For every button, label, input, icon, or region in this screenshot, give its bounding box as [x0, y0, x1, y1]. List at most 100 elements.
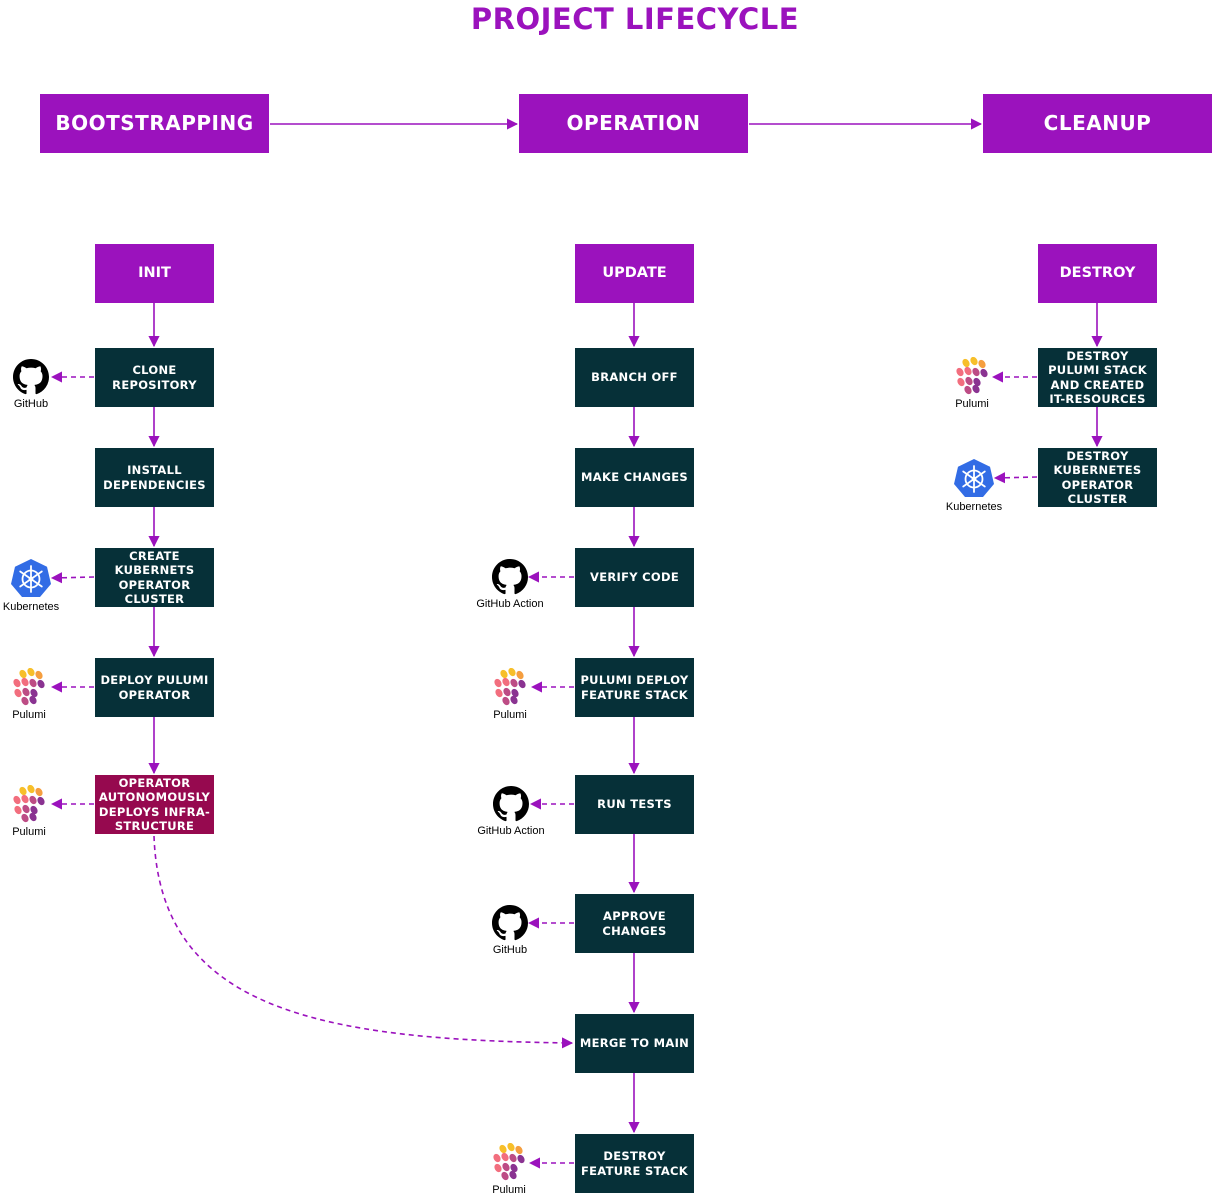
step-install-dependencies: INSTALL DEPENDENCIES — [95, 448, 214, 507]
pulumi-logo-segment — [510, 695, 518, 705]
pulumi-logo-segment — [972, 367, 980, 377]
step-operator-deploys-infrastructure: OPERATOR AUTONOMOUSLY DEPLOYS INFRA-STRU… — [95, 775, 214, 834]
step-destroy-pulumi-stack: DESTROY PULUMI STACK AND CREATED IT-RESO… — [1038, 348, 1157, 407]
step-approve-changes: APPROVE CHANGES — [575, 894, 694, 953]
pulumi-logo-segment — [501, 1152, 509, 1162]
pulumi-logo-segment — [980, 368, 988, 378]
github-icon — [13, 359, 49, 395]
pulumi-logo-segment — [956, 367, 964, 377]
tool-label: Pulumi — [493, 709, 527, 721]
pulumi-logo-segment — [509, 1153, 517, 1163]
step-make-changes: MAKE CHANGES — [575, 448, 694, 507]
pulumi-logo-segment — [964, 366, 972, 376]
pulumi-icon — [13, 668, 45, 706]
tool-label: GitHub Action — [476, 598, 544, 610]
pulumi-icon — [493, 1143, 525, 1181]
pulumi-logo-segment — [510, 678, 518, 688]
pulumi-logo-segment — [37, 796, 45, 806]
pulumi-logo-segment — [22, 687, 30, 697]
pulumi-logo-segment — [29, 812, 37, 822]
pulumi-logo-segment — [502, 696, 510, 706]
pulumi-logo-segment — [502, 677, 510, 687]
pulumi-logo-segment — [499, 1144, 507, 1154]
tool-pulumi-feature: Pulumi — [465, 668, 555, 721]
pulumi-logo-segment — [30, 688, 38, 698]
tool-github-approve: GitHub — [465, 905, 555, 956]
tool-github-verify: GitHub Action — [465, 559, 555, 610]
phase-cleanup: CLEANUP — [983, 94, 1212, 153]
pulumi-logo-segment — [37, 679, 45, 689]
kubernetes-icon — [11, 559, 51, 597]
step-pulumi-deploy-feature-stack: PULUMI DEPLOY FEATURE STACK — [575, 658, 694, 717]
tool-label: GitHub Action — [477, 825, 545, 837]
pulumi-logo-segment — [978, 359, 986, 369]
tool-pulumi-destroy-stack: Pulumi — [927, 357, 1017, 410]
tool-label: Pulumi — [12, 709, 46, 721]
github-icon — [493, 786, 529, 822]
stage-init: INIT — [95, 244, 214, 303]
pulumi-logo-segment — [494, 678, 502, 688]
tool-github-tests: GitHub Action — [466, 786, 556, 837]
pulumi-logo-segment — [21, 813, 29, 823]
pulumi-logo-segment — [972, 384, 980, 394]
tool-pulumi-deploy: Pulumi — [0, 668, 74, 721]
link-create-kubernetes — [50, 572, 95, 584]
pulumi-logo-segment — [500, 669, 508, 679]
pulumi-logo-segment — [518, 679, 526, 689]
pulumi-logo-segment — [957, 377, 965, 387]
tool-label: GitHub — [492, 944, 528, 956]
pulumi-logo-segment — [14, 688, 22, 698]
pulumi-logo-segment — [27, 668, 35, 677]
tool-kubernetes-destroy: Kubernetes — [929, 458, 1019, 513]
tool-label: Pulumi — [12, 826, 46, 838]
tool-github-clone: GitHub — [0, 359, 76, 410]
pulumi-logo-segment — [965, 376, 973, 386]
pulumi-logo-segment — [508, 668, 516, 677]
step-run-tests: RUN TESTS — [575, 775, 694, 834]
phase-operation: OPERATION — [519, 94, 748, 153]
pulumi-logo-segment — [29, 695, 37, 705]
pulumi-logo-segment — [517, 1154, 525, 1164]
pulumi-logo-segment — [510, 1163, 518, 1173]
pulumi-logo-segment — [22, 804, 30, 814]
pulumi-logo-segment — [964, 385, 972, 395]
pulumi-logo-segment — [495, 688, 503, 698]
tool-pulumi-destroy-feature: Pulumi — [464, 1143, 554, 1196]
pulumi-logo-segment — [35, 787, 43, 797]
step-clone-repository: CLONE REPOSITORY — [95, 348, 214, 407]
pulumi-logo-segment — [14, 805, 22, 815]
pulumi-logo-segment — [13, 795, 21, 805]
pulumi-icon — [494, 668, 526, 706]
github-icon — [492, 905, 528, 941]
pulumi-logo-segment — [21, 677, 29, 687]
tool-label: Pulumi — [492, 1184, 526, 1196]
pulumi-logo-segment — [30, 805, 38, 815]
tool-kubernetes-create: Kubernetes — [0, 558, 76, 613]
tool-label: Pulumi — [955, 398, 989, 410]
pulumi-logo-segment — [962, 358, 970, 368]
pulumi-logo-segment — [19, 786, 27, 796]
stage-update: UPDATE — [575, 244, 694, 303]
stage-destroy: DESTROY — [1038, 244, 1157, 303]
step-destroy-feature-stack: DESTROY FEATURE STACK — [575, 1134, 694, 1193]
link-destroy-cluster-kubernetes — [993, 472, 1038, 484]
pulumi-logo-segment — [502, 1162, 510, 1172]
tool-pulumi-operator: Pulumi — [0, 785, 74, 838]
diagram-title: PROJECT LIFECYCLE — [470, 2, 800, 36]
pulumi-logo-segment — [507, 1143, 515, 1152]
pulumi-logo-segment — [970, 357, 978, 366]
pulumi-logo-segment — [509, 1170, 517, 1180]
pulumi-logo-segment — [27, 785, 35, 794]
step-merge-to-main: MERGE TO MAIN — [575, 1014, 694, 1073]
pulumi-logo-segment — [511, 688, 519, 698]
pulumi-logo-segment — [21, 794, 29, 804]
step-branch-off: BRANCH OFF — [575, 348, 694, 407]
pulumi-logo-segment — [29, 678, 37, 688]
step-verify-code: VERIFY CODE — [575, 548, 694, 607]
pulumi-icon — [13, 785, 45, 823]
pulumi-icon — [956, 357, 988, 395]
pulumi-logo-segment — [35, 670, 43, 680]
pulumi-logo-segment — [501, 1171, 509, 1181]
